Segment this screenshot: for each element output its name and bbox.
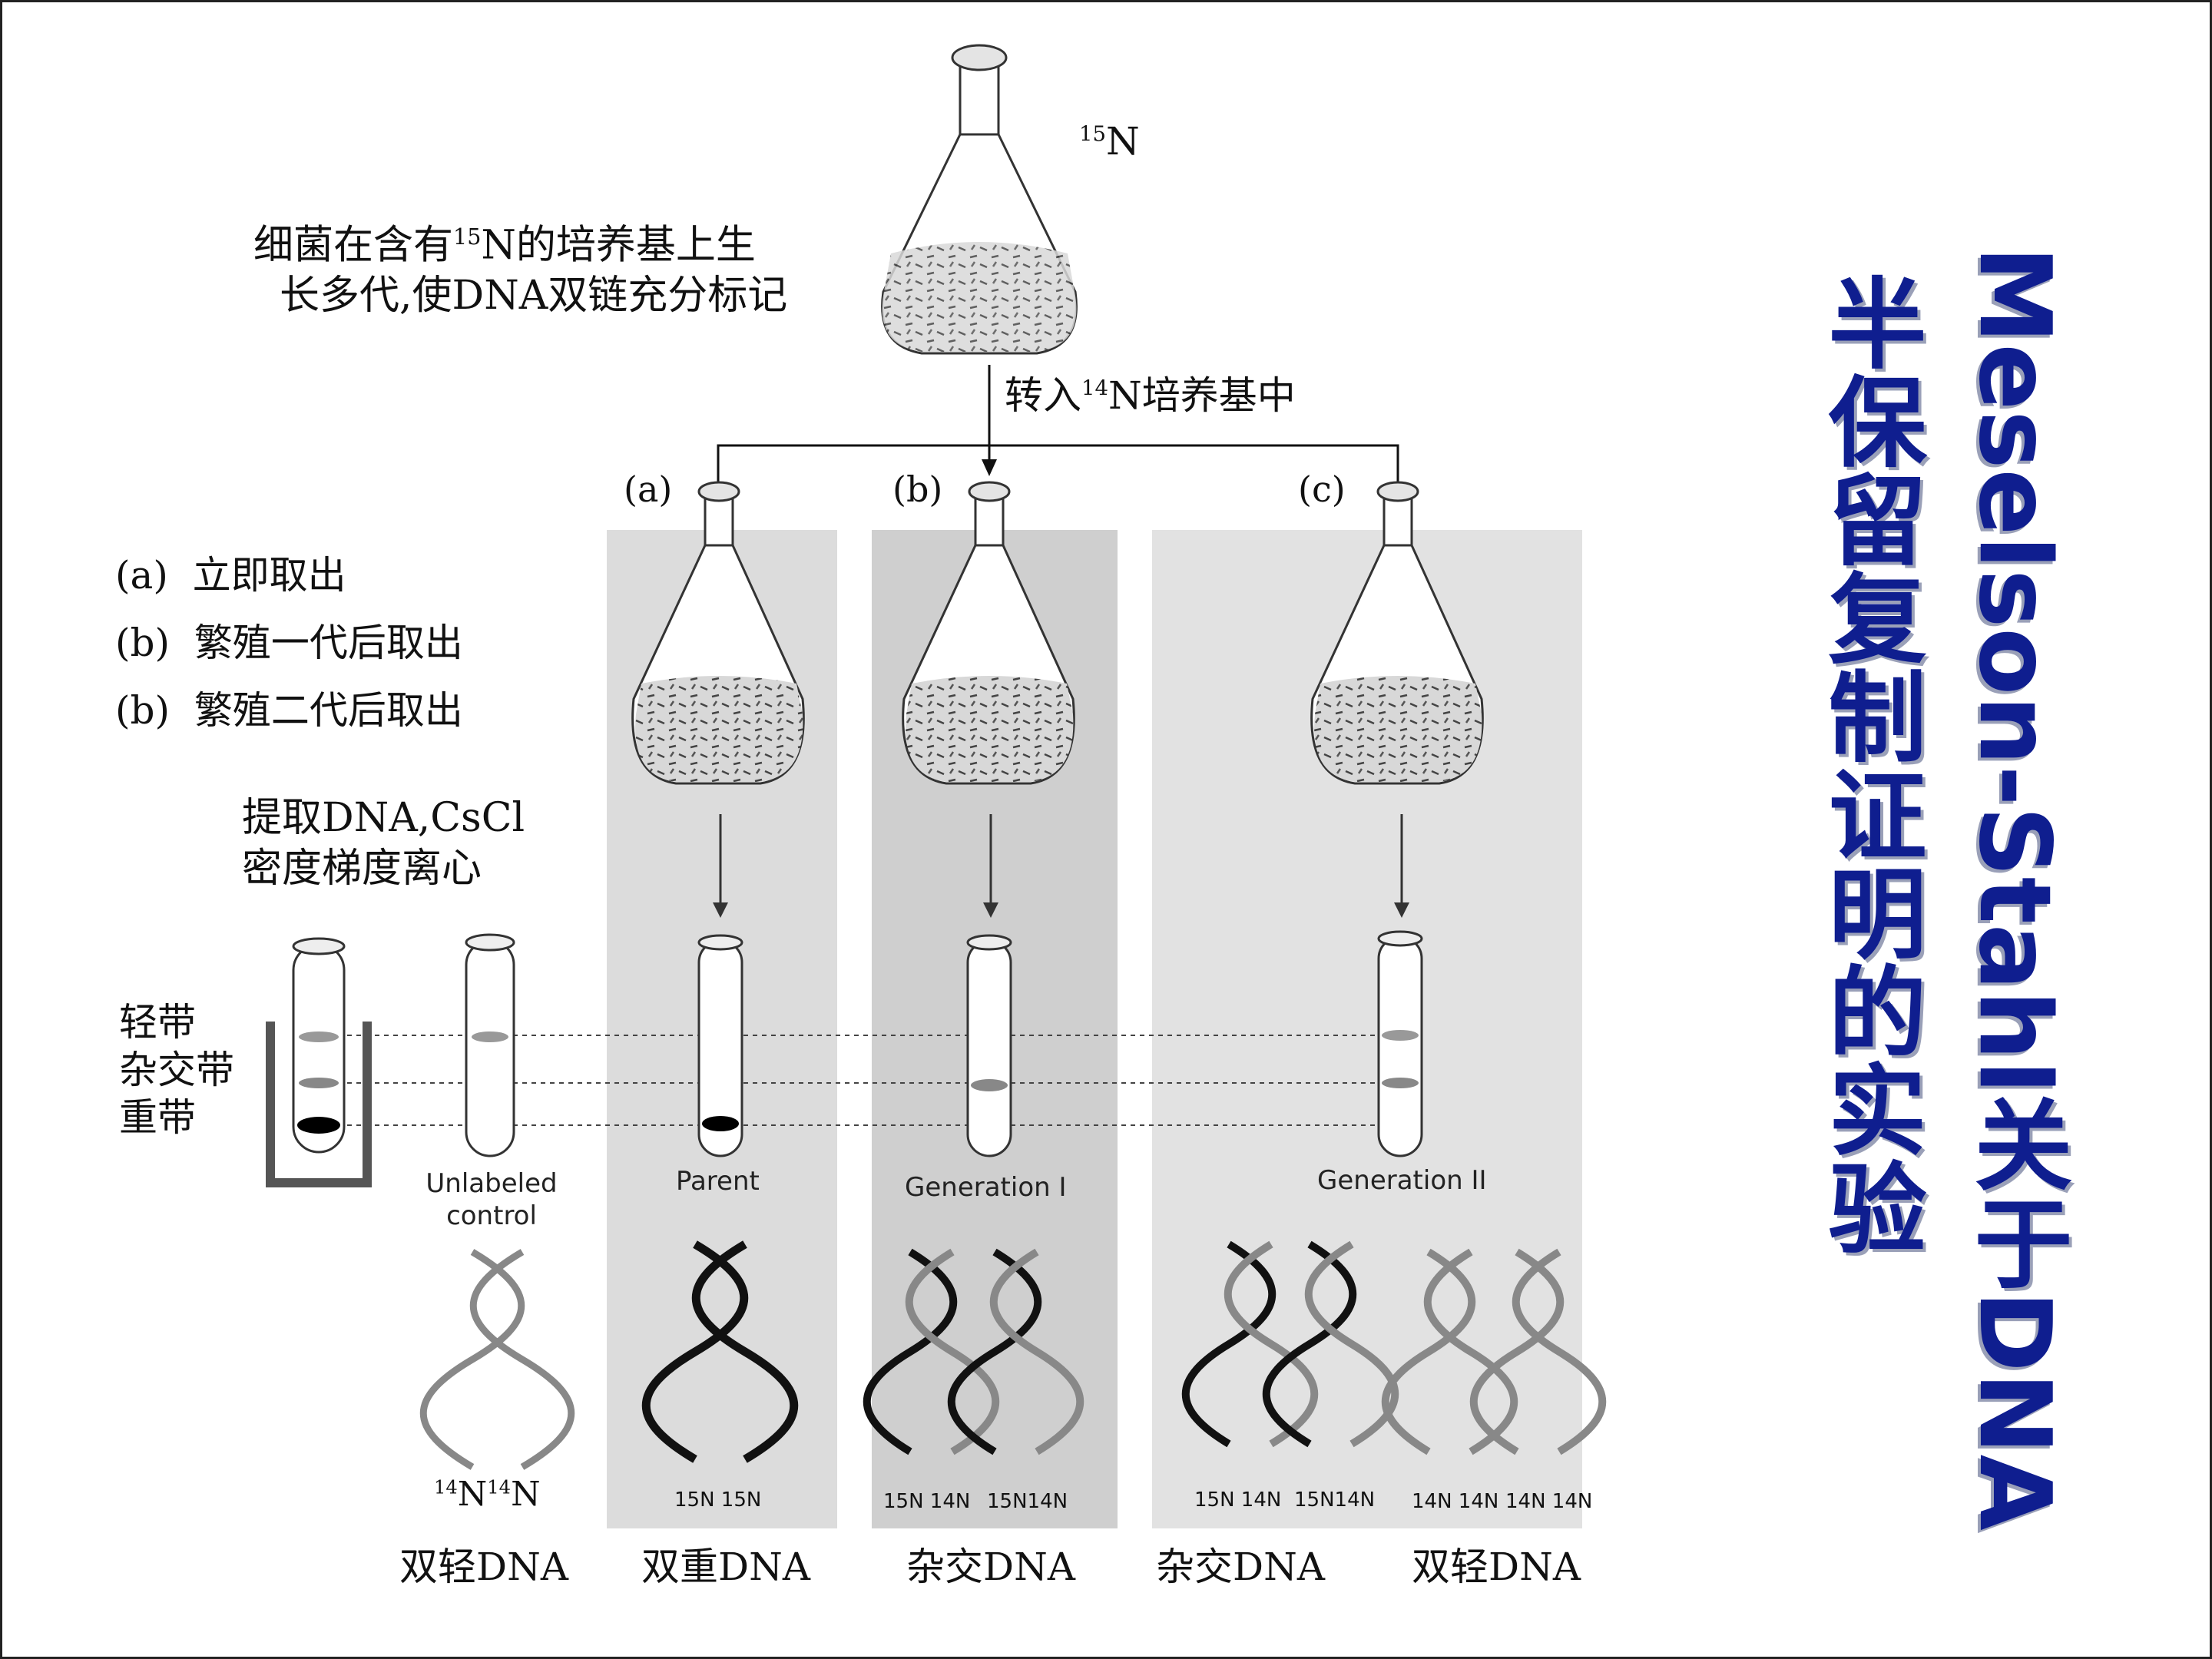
flask-c-icon xyxy=(1310,481,1484,785)
legend-item: (b) 繁殖二代后取出 xyxy=(115,688,463,733)
helix-gen2a-icon xyxy=(1182,1240,1318,1448)
helix-control-label: 14N14N xyxy=(434,1475,541,1514)
band-hybrid-label: 杂交带 xyxy=(119,1048,234,1092)
extract-text: 提取DNA,CsCl 密度梯度离心 xyxy=(242,795,525,892)
helix-gen2a-label: 15N 14N xyxy=(1194,1488,1282,1512)
helix-gen2d-label: 14N 14N xyxy=(1505,1490,1593,1513)
helix-parent-icon xyxy=(641,1240,799,1463)
helix-gen1b-label: 15N14N xyxy=(987,1490,1068,1513)
transfer-arrowhead xyxy=(982,459,997,476)
bottom-label-gen2-light: 双轻DNA xyxy=(1412,1545,1581,1589)
helix-gen1b-icon xyxy=(948,1248,1084,1455)
bottom-label-parent: 双重DNA xyxy=(641,1545,810,1589)
band-guide-lines xyxy=(338,1035,1413,1126)
helix-gen1a-label: 15N 14N xyxy=(883,1490,971,1513)
title-col2: 半保留复制证明的实验 xyxy=(1811,273,1926,1256)
legend-item: (b) 繁殖一代后取出 xyxy=(115,621,463,665)
helix-gen1a-icon xyxy=(863,1248,1000,1455)
helix-gen2c-icon xyxy=(1382,1248,1518,1455)
transfer-label: 转入14N培养基中 xyxy=(1005,373,1296,418)
reference-tube-icon xyxy=(266,937,372,1187)
gen2-caption: Generation II xyxy=(1317,1165,1487,1196)
legend: (a) 立即取出 (b) 繁殖一代后取出 (b) 繁殖二代后取出 xyxy=(115,541,463,744)
intro-text: 细菌在含有15N的培养基上生 长多代,使DNA双链充分标记 xyxy=(253,222,788,320)
flask-b-label: (b) xyxy=(892,469,943,510)
helix-parent-label: 15N 15N xyxy=(674,1488,762,1512)
control-tube-icon xyxy=(465,933,515,1157)
helix-gen2b-icon xyxy=(1263,1240,1399,1448)
band-labels: 轻带 杂交带 重带 xyxy=(119,998,234,1141)
helix-gen2b-label: 15N14N xyxy=(1294,1488,1376,1512)
flask-top-label: 15N xyxy=(1079,119,1140,164)
flask-a-icon xyxy=(631,481,805,785)
bottom-label-gen1: 杂交DNA xyxy=(906,1545,1075,1589)
helix-control-icon xyxy=(419,1249,575,1470)
helix-gen2d-icon xyxy=(1469,1248,1606,1455)
gen2-tube-icon xyxy=(1377,930,1423,1157)
down-arrows xyxy=(719,814,1403,906)
helix-gen2c-label: 14N 14N xyxy=(1412,1490,1499,1513)
flask-c-label: (c) xyxy=(1298,469,1346,510)
bottom-label-gen2-hybrid: 杂交DNA xyxy=(1156,1545,1325,1589)
flask-b-icon xyxy=(902,481,1075,785)
flask-top-icon xyxy=(881,44,1078,355)
title-col1: Meselson-Stahl关于DNA xyxy=(1957,246,2071,1531)
band-light-label: 轻带 xyxy=(119,1000,196,1045)
parent-caption: Parent xyxy=(676,1166,760,1197)
legend-item: (a) 立即取出 xyxy=(115,553,346,598)
branch-line xyxy=(717,444,1399,484)
flask-a-label: (a) xyxy=(624,469,673,510)
parent-tube-icon xyxy=(697,934,743,1157)
gen1-tube-icon xyxy=(966,934,1012,1157)
gen1-caption: Generation I xyxy=(905,1172,1067,1203)
unlabeled-control-caption: Unlabeled control xyxy=(426,1168,558,1231)
bottom-label-control: 双轻DNA xyxy=(399,1545,568,1589)
band-heavy-label: 重带 xyxy=(119,1095,196,1140)
